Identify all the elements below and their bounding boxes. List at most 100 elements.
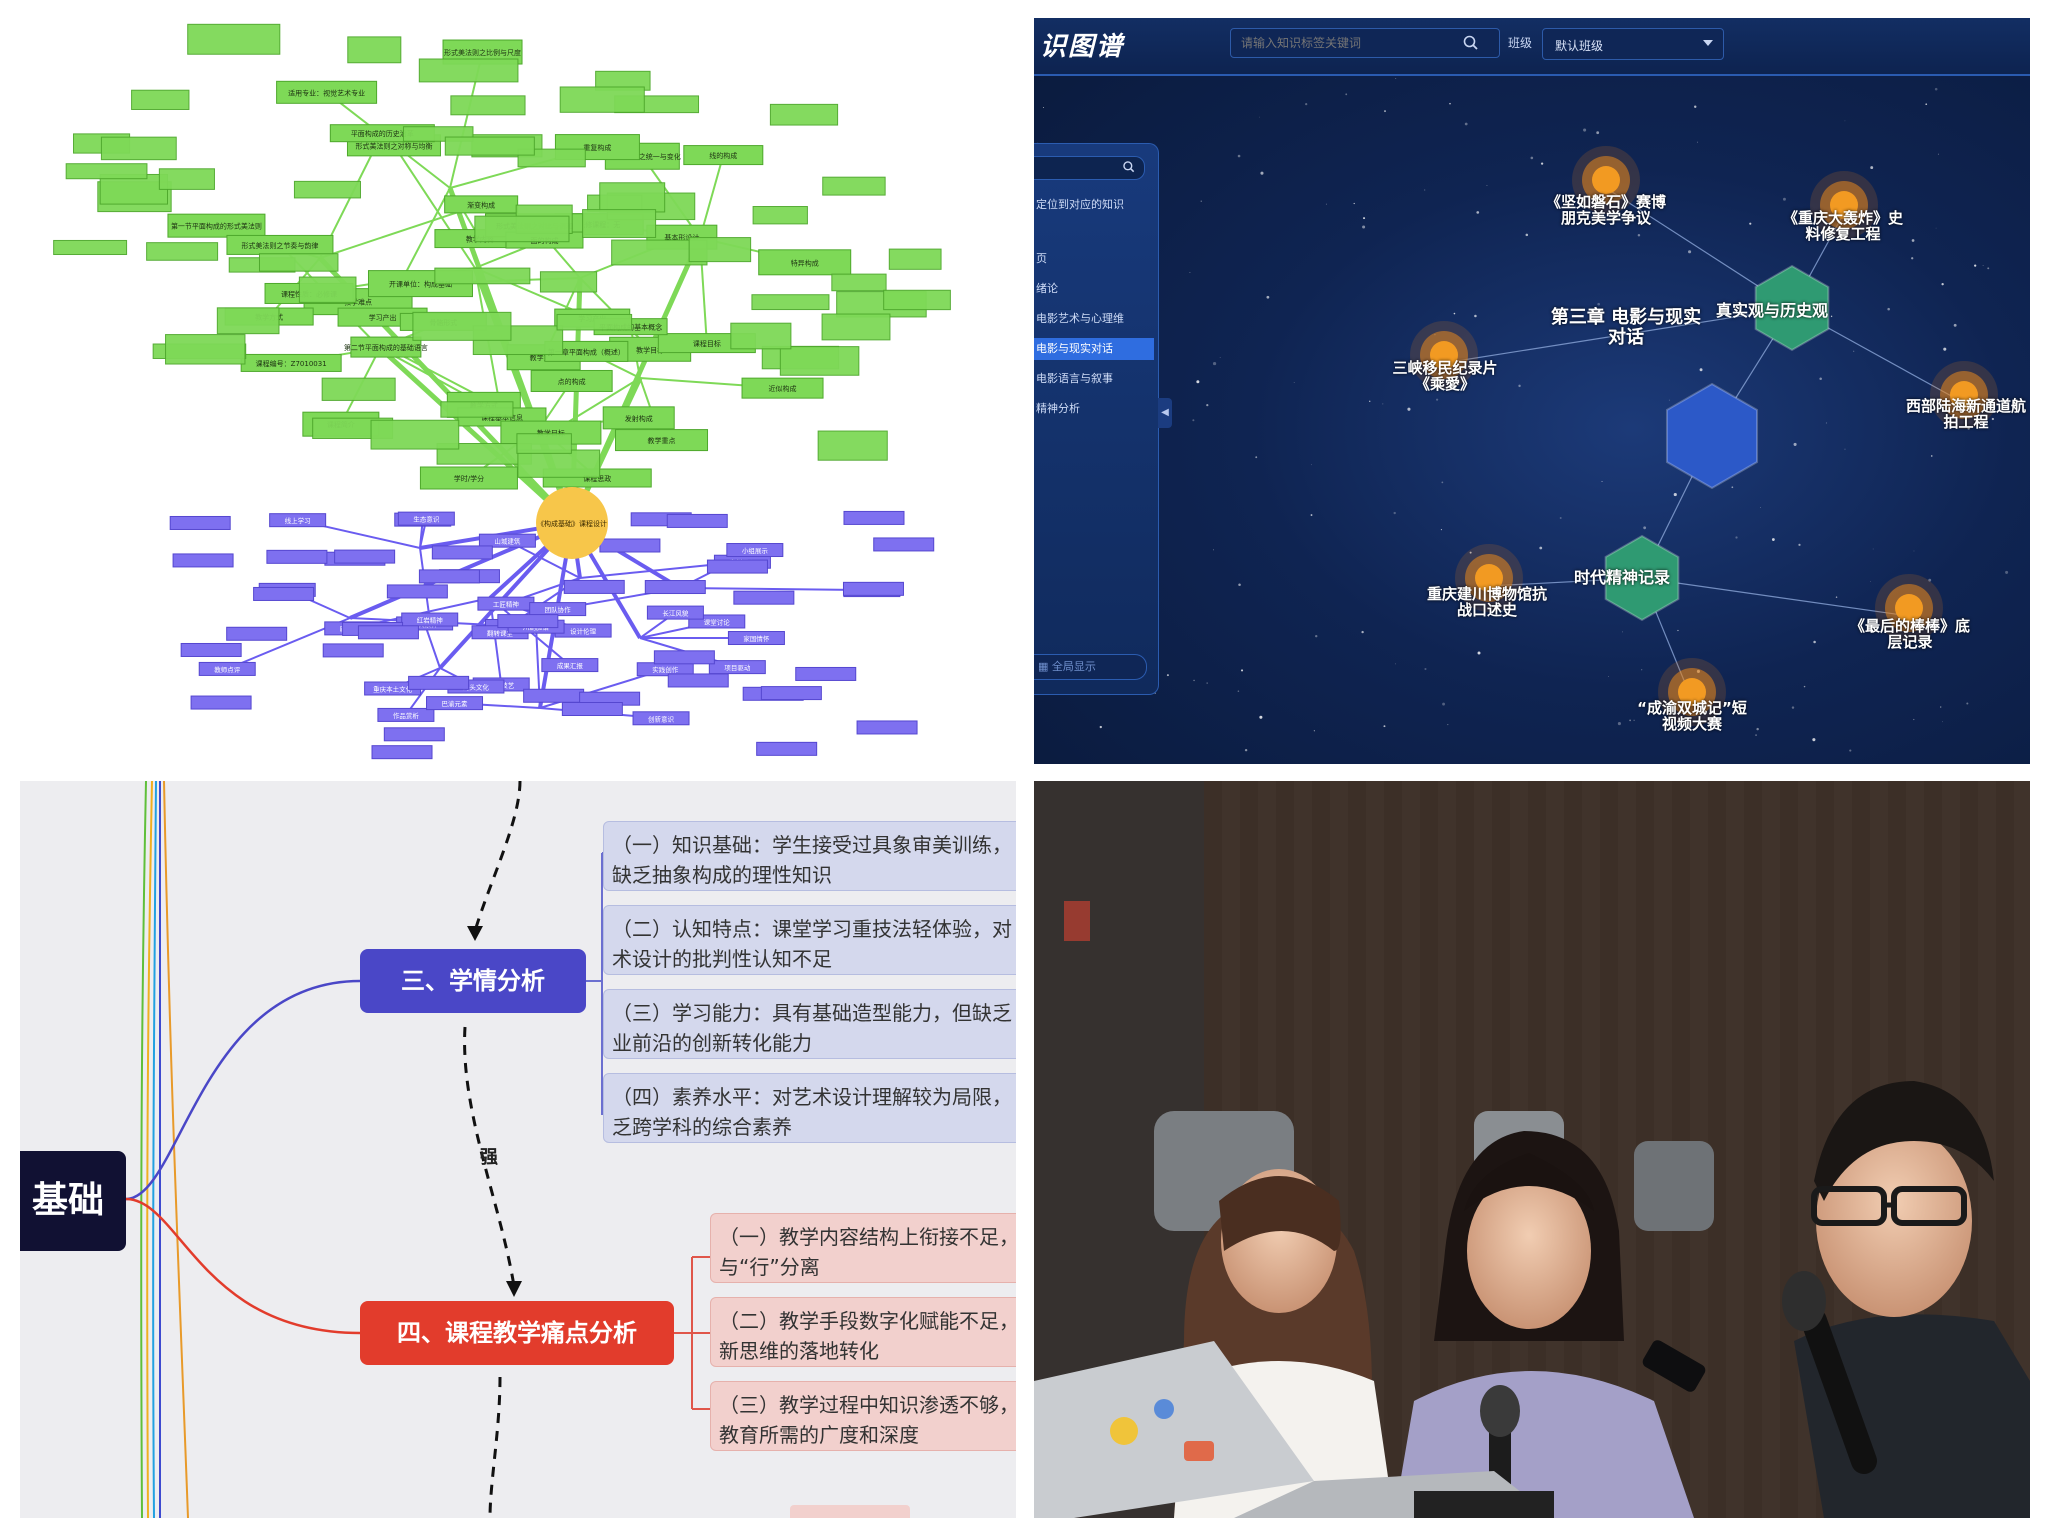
mindmap-overview-canvas: 学习产出教学方式教学目标教学内容教学重点教学难点课程思政课程目标课程基本信息课程… (53, 23, 951, 760)
svg-text:《构成基础》课程设计: 《构成基础》课程设计 (537, 519, 607, 528)
analysis-card-3[interactable]: （三）学习能力：具有基础造型能力，但缺乏 业前沿的创新转化能力 (603, 989, 1016, 1059)
mindmap-purple-node[interactable]: 教师点评 (198, 661, 256, 676)
mindmap-green-node[interactable]: 发射构成 (602, 406, 675, 430)
graph-node-dot[interactable] (1830, 191, 1858, 219)
mindmap-purple-node[interactable]: 工匠精神 (477, 596, 535, 611)
mindmap-purple-node[interactable]: 成果汇报 (541, 658, 599, 673)
mindmap-green-node[interactable]: 第二节平面构成的基础语言 (344, 336, 428, 358)
sidebar-search-field[interactable] (1034, 156, 1145, 180)
mindmap-purple-node[interactable]: 小组展示 (726, 543, 784, 558)
knowledge-search-input[interactable] (1230, 28, 1500, 58)
graph-node-history[interactable]: 真实观与历史观 (1716, 301, 1829, 320)
section-node-pain-points[interactable]: 四、课程教学痛点分析 (360, 1301, 674, 1365)
mindmap-green-node[interactable]: 近似构成 (741, 377, 824, 399)
graph-node-n3[interactable]: 三峡移民纪录片《乘愛》 (1392, 359, 1498, 393)
mindmap-green-node[interactable]: 教学重点 (615, 429, 709, 452)
svg-text:项目驱动: 项目驱动 (724, 664, 751, 672)
mindmap-center-node[interactable]: 《构成基础》课程设计 (536, 487, 608, 559)
pain-point-card-partial (790, 1505, 910, 1518)
graph-node-chapter3[interactable]: 第三章 电影与现实对话 (1550, 307, 1702, 348)
svg-text:红岩精神: 红岩精神 (417, 616, 443, 625)
knowledge-graph-panel: 识图谱 班级 默认班级 定位到对应的知识 页 绪论 电影艺术与心理维 电影与现实… (1034, 18, 2030, 764)
mindmap-detail-connectors (125, 781, 710, 1518)
sidebar-item-film-language[interactable]: 电影语言与叙事 (1036, 372, 1113, 385)
card-line: 与“行”分离 (719, 1255, 820, 1279)
mindmap-purple-node[interactable]: 设计伦理 (554, 623, 612, 638)
graph-node-spirit[interactable]: 时代精神记录 (1574, 568, 1671, 587)
graph-hex-spirit[interactable] (1604, 534, 1680, 622)
svg-text:开课单位：构成基础: 开课单位：构成基础 (389, 280, 452, 289)
class-select[interactable]: 默认班级 (1542, 28, 1724, 60)
mindmap-purple-node[interactable]: 创新意识 (632, 711, 690, 726)
sidebar-item-home[interactable]: 页 (1036, 252, 1047, 265)
chevron-down-icon (1703, 40, 1713, 46)
mindmap-green-node[interactable]: 线的构成 (683, 145, 764, 166)
svg-text:课程目标: 课程目标 (693, 339, 721, 348)
sidebar-item-intro[interactable]: 绪论 (1036, 282, 1058, 295)
svg-text:山城建筑: 山城建筑 (494, 537, 521, 546)
graph-node-dot[interactable] (1895, 594, 1923, 622)
mindmap-purple-node[interactable]: 团队协作 (529, 602, 587, 617)
mindmap-purple-node[interactable]: 长江风貌 (646, 605, 704, 620)
section-node-student-analysis[interactable]: 三、学情分析 (360, 949, 586, 1013)
show-all-label: 全局显示 (1051, 660, 1096, 673)
mindmap-purple-node[interactable]: 线上学习 (269, 513, 327, 528)
graph-node-dot[interactable] (1592, 166, 1620, 194)
card-line: 术设计的批判性认知不足 (612, 947, 832, 971)
graph-node-n4[interactable]: 西部陆海新通道航拍工程 (1905, 397, 2026, 431)
mindmap-purple-node[interactable]: 红岩精神 (401, 612, 459, 627)
svg-text:团队协作: 团队协作 (545, 605, 572, 614)
svg-text:点的构成: 点的构成 (558, 377, 586, 386)
graph-node-dot[interactable] (1678, 678, 1706, 706)
search-icon[interactable] (1122, 160, 1136, 174)
sidebar-item-film-psychology[interactable]: 电影艺术与心理维 (1036, 312, 1124, 325)
mindmap-purple-node[interactable]: 作品赏析 (377, 707, 435, 722)
mindmap-purple-node[interactable]: 巴渝元素 (426, 696, 484, 711)
mindmap-green-node[interactable]: 特异构成 (758, 249, 852, 276)
svg-text:工匠精神: 工匠精神 (493, 600, 519, 609)
mindmap-purple-node[interactable]: 实践创作 (636, 662, 694, 677)
mindmap-green-node[interactable]: 学时/学分 (419, 466, 518, 490)
svg-text:第二节平面构成的基础语言: 第二节平面构成的基础语言 (344, 343, 428, 352)
mindmap-green-node[interactable]: 形式美法则之节奏与韵律 (226, 234, 334, 255)
mindmap-green-node[interactable]: 适用专业：视觉艺术专业 (276, 80, 378, 104)
svg-text:教师点评: 教师点评 (214, 665, 241, 674)
card-line: 乏跨学科的综合素养 (612, 1115, 792, 1139)
mindmap-purple-node[interactable]: 生态意识 (397, 511, 455, 526)
analysis-card-2[interactable]: （二）认知特点：课堂学习重技法轻体验，对 术设计的批判性认知不足 (603, 905, 1016, 975)
mindmap-green-node[interactable]: 第一节平面构成的形式美法则 (167, 213, 266, 238)
mindmap-purple-node[interactable]: 家国情怀 (727, 631, 785, 646)
mindmap-purple-node[interactable]: 山城建筑 (478, 533, 536, 548)
sidebar-item-film-reality[interactable]: 电影与现实对话 (1034, 338, 1154, 360)
mindmap-green-node[interactable]: 渐变构成 (444, 195, 519, 214)
pain-point-card-1[interactable]: （一）教学内容结构上衔接不足， 与“行”分离 (710, 1213, 1016, 1283)
grid-icon: ▦ (1038, 660, 1052, 673)
graph-node-n7[interactable]: “成渝双城记”短视频大赛 (1637, 699, 1747, 733)
pain-point-card-3[interactable]: （三）教学过程中知识渗透不够， 教育所需的广度和深度 (710, 1381, 1016, 1451)
analysis-card-1[interactable]: （一）知识基础：学生接受过具象审美训练， 缺乏抽象构成的理性知识 (603, 821, 1016, 891)
pain-point-card-2[interactable]: （二）教学手段数字化赋能不足， 新思维的落地转化 (710, 1297, 1016, 1367)
graph-edge (1443, 307, 1793, 364)
graph-node-dot[interactable] (1475, 564, 1503, 592)
mindmap-purple-node[interactable]: 项目驱动 (708, 660, 766, 675)
graph-node-dot[interactable] (1950, 381, 1978, 409)
graph-hex-history[interactable] (1754, 264, 1830, 352)
graph-node-n2[interactable]: 《重庆大轰炸》史料修复工程 (1782, 209, 1903, 243)
sidebar-collapse-button[interactable]: ◀ (1158, 398, 1172, 428)
search-icon[interactable] (1462, 34, 1480, 52)
analysis-card-4[interactable]: （四）素养水平：对艺术设计理解较为局限， 乏跨学科的综合素养 (603, 1073, 1016, 1143)
graph-node-n1[interactable]: 《坚如磐石》赛博朋克美学争议 (1545, 193, 1666, 227)
graph-node-dot[interactable] (1430, 341, 1458, 369)
root-node[interactable]: 基础 (20, 1151, 126, 1251)
mindmap-green-node[interactable]: 点的构成 (530, 369, 613, 392)
graph-node-n6[interactable]: 《最后的棒棒》底层记录 (1849, 617, 1970, 651)
graph-hex-chapter3[interactable] (1665, 382, 1759, 490)
svg-text:课堂讨论: 课堂讨论 (704, 617, 731, 626)
mindmap-green-node[interactable]: 重复构成 (554, 134, 640, 161)
svg-text:翻转课堂: 翻转课堂 (487, 628, 514, 637)
svg-text:教学重点: 教学重点 (530, 353, 558, 362)
graph-node-n5[interactable]: 重庆建川博物馆抗战口述史 (1426, 585, 1547, 619)
mindmap-green-node[interactable]: 课程编号：Z7010031 (240, 353, 342, 372)
sidebar-item-psychoanalysis[interactable]: 精神分析 (1036, 402, 1080, 415)
show-all-button[interactable]: ▦ 全局显示 (1034, 654, 1147, 680)
